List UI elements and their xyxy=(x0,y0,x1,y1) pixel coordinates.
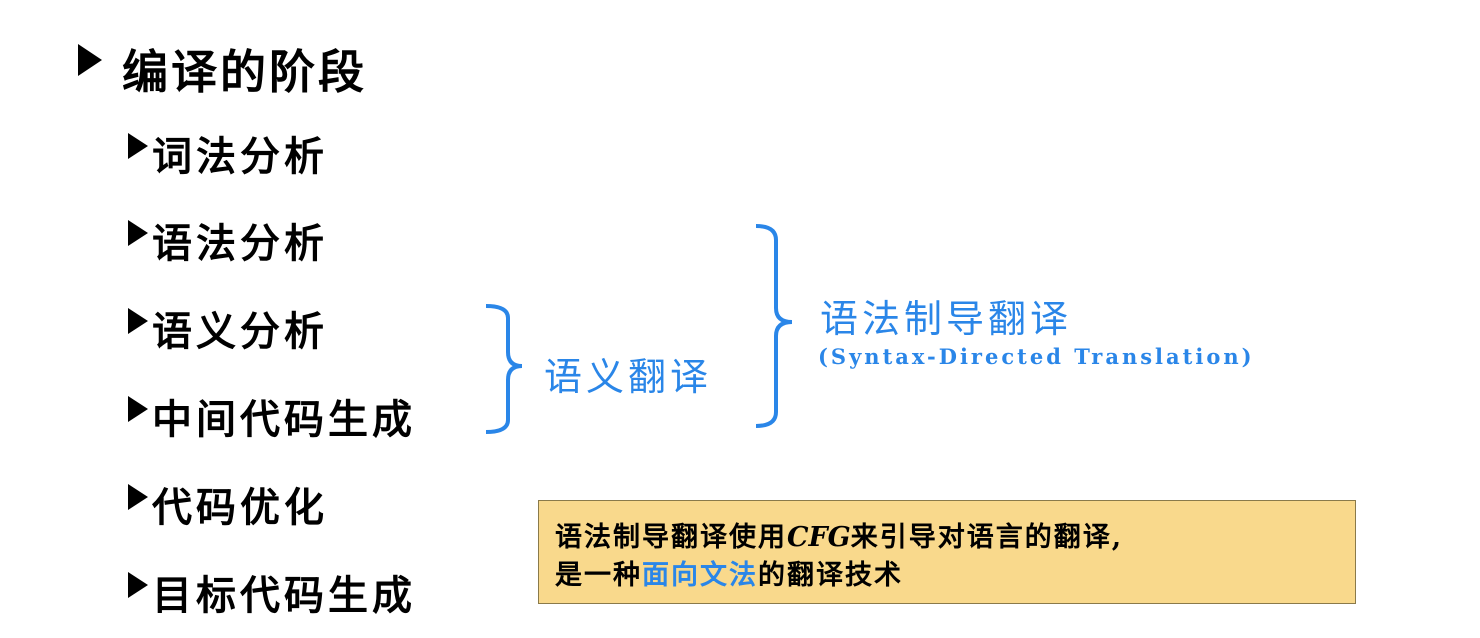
bullet-arrow-icon xyxy=(128,220,148,246)
stage-target-code: 目标代码生成 xyxy=(152,572,416,619)
bullet-arrow-icon xyxy=(128,133,148,159)
bullet-arrow-icon xyxy=(128,308,148,334)
stage-ir-generation: 中间代码生成 xyxy=(152,396,416,443)
sdt-label: 语法制导翻译 xyxy=(820,297,1073,341)
sdt-brace xyxy=(755,224,793,428)
bullet-arrow-icon xyxy=(128,572,148,598)
bullet-arrow-icon xyxy=(78,44,102,76)
semantic-translation-label: 语义翻译 xyxy=(544,355,713,399)
bullet-arrow-icon xyxy=(128,484,148,510)
note-line2-suffix: 的翻译技术 xyxy=(758,560,903,591)
note-highlight: 面向文法 xyxy=(642,560,758,591)
note-line2-prefix: 是一种 xyxy=(555,560,642,591)
semantic-brace xyxy=(485,304,523,434)
bullet-arrow-icon xyxy=(128,396,148,422)
note-line1-suffix: 来引导对语言的翻译, xyxy=(850,522,1124,553)
stage-lexical: 词法分析 xyxy=(152,133,328,180)
note-line1-prefix: 语法制导翻译使用 xyxy=(555,522,787,553)
page-title: 编译的阶段 xyxy=(122,45,367,99)
stage-syntax: 语法分析 xyxy=(152,220,328,267)
note-cfg: CFG xyxy=(787,522,851,553)
stage-semantic: 语义分析 xyxy=(152,308,328,355)
note-box: 语法制导翻译使用CFG来引导对语言的翻译, 是一种面向文法的翻译技术 xyxy=(538,500,1356,604)
sdt-subtitle: (Syntax-Directed Translation) xyxy=(818,344,1255,369)
stage-optimization: 代码优化 xyxy=(152,484,328,531)
